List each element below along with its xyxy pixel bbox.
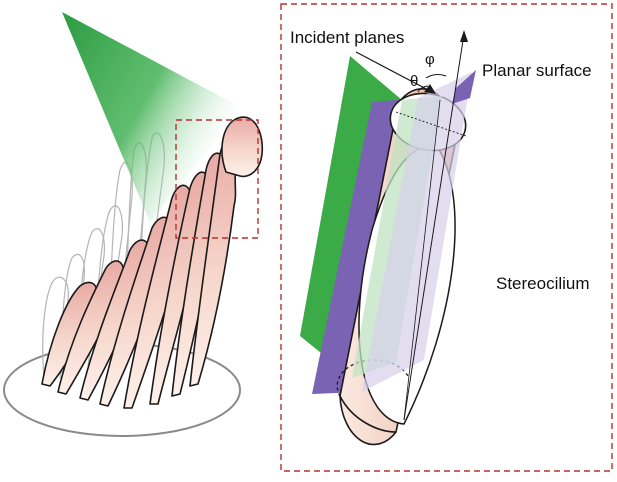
stereocilium-label: Stereocilium (496, 274, 590, 293)
incident-ray-arrowhead (424, 84, 436, 94)
hair-bundle (3, 12, 264, 437)
theta-label: θ (410, 73, 419, 90)
phi-label: φ (425, 51, 435, 68)
theta-arc (417, 85, 429, 93)
zoom-panel (280, 3, 613, 472)
front-row-stereocilia (41, 116, 264, 409)
phi-arc (425, 74, 447, 79)
stereocilium-tip-bulb (221, 116, 264, 178)
planar-surface-tab (452, 70, 476, 104)
incident-light-beam (62, 12, 242, 222)
stereocilium-5 (123, 184, 193, 409)
incident-plane-purple-front (362, 72, 472, 392)
zoom-panel-frame (280, 3, 613, 472)
incident-ray (355, 51, 433, 93)
stereocilium-2 (57, 260, 125, 395)
zoom-region-box (175, 119, 259, 239)
planar-surface-label: Planar surface (482, 61, 592, 80)
cilium-axis (403, 33, 465, 421)
incident-planes-label: Incident planes (290, 28, 405, 47)
axis-arrowhead (460, 30, 468, 42)
